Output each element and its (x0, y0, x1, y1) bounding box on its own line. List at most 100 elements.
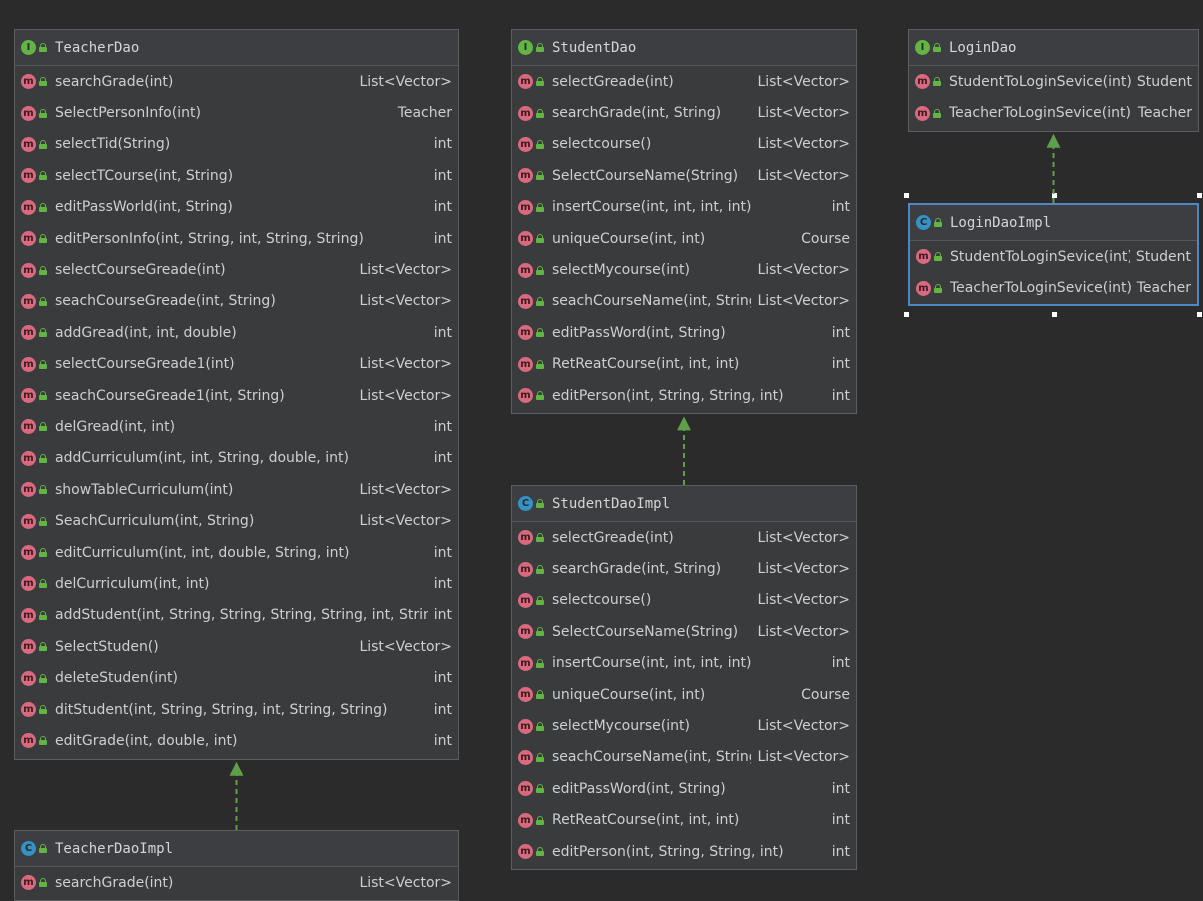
method-icon: m (21, 419, 36, 435)
method-icon: m (21, 136, 36, 152)
method-signature: SeachCurriculum(int, String) (55, 513, 255, 530)
method-return-type: int (831, 812, 850, 829)
public-lock-icon (536, 328, 544, 338)
public-lock-icon (934, 252, 942, 262)
method-return-type: int (433, 199, 452, 216)
method-return-type: int (831, 387, 850, 404)
method-icon: m (518, 136, 533, 152)
selection-handle[interactable] (904, 193, 909, 198)
public-lock-icon (934, 283, 942, 293)
method-signature: editPassWord(int, String) (552, 324, 726, 341)
public-lock-icon (536, 815, 544, 825)
method-return-type: List<Vector> (757, 73, 850, 90)
selection-handle[interactable] (1197, 193, 1202, 198)
method-return-type: List<Vector> (359, 387, 452, 404)
interface-icon: I (518, 40, 533, 55)
method-signature: selectcourse() (552, 136, 652, 153)
method-icon: m (21, 293, 36, 309)
selection-handle[interactable] (904, 311, 909, 317)
public-lock-icon (39, 265, 47, 275)
method-signature: showTableCurriculum(int) (55, 481, 234, 498)
method-icon: m (21, 513, 36, 529)
method-return-type: List<Vector> (757, 105, 850, 122)
public-lock-icon (536, 265, 544, 275)
public-lock-icon (536, 784, 544, 794)
method-return-type: List<Vector> (757, 167, 850, 184)
method-return-type: int (831, 780, 850, 797)
selection-handle[interactable] (1197, 311, 1202, 317)
method-return-type: int (433, 544, 452, 561)
selection-handle[interactable] (1051, 193, 1057, 198)
method-signature: editPerson(int, String, String, int) (552, 843, 784, 860)
method-icon: m (21, 702, 36, 717)
public-lock-icon (933, 108, 941, 118)
method-icon: m (21, 733, 36, 749)
selection-handle[interactable] (1051, 311, 1057, 317)
method-icon: m (518, 718, 533, 734)
method-icon: m (21, 262, 36, 278)
